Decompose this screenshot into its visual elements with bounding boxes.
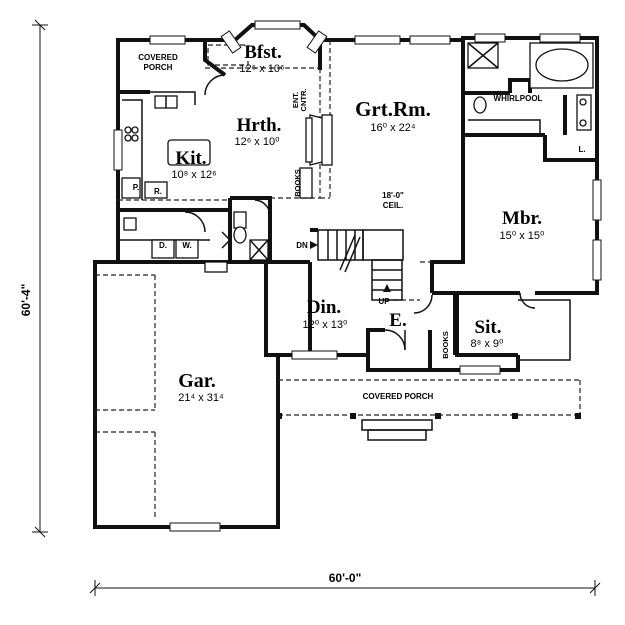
room-kit-name: Kit. (175, 148, 206, 169)
room-grtrm-name: Grt.Rm. (355, 97, 431, 121)
books-grt-label: BOOKS (293, 169, 302, 197)
overall-width-dimension: 60'-0" (329, 571, 362, 585)
room-bfst-name: Bfst. (244, 42, 281, 63)
room-din-dims: 12⁰ x 13⁰ (303, 319, 348, 331)
room-sit-dims: 8⁸ x 9⁰ (471, 338, 504, 350)
room-mbr-dims: 15⁰ x 15⁰ (500, 230, 545, 242)
room-hrth-name: Hrth. (237, 115, 282, 136)
washer-label: W. (182, 241, 191, 250)
kitchen-fixtures (118, 91, 211, 259)
stair-up-label: UP (378, 297, 390, 306)
ent-cntr-label-2: CNTR. (299, 89, 308, 112)
room-din-name: Din. (307, 297, 341, 318)
room-entry-name: E. (389, 310, 406, 331)
covered-porch-top-label: COVERED (138, 53, 178, 62)
whirlpool-label: WHIRLPOOL (494, 94, 543, 103)
covered-porch-top-label-2: PORCH (144, 63, 173, 72)
refrig-label: R. (154, 187, 162, 196)
windows (113, 20, 602, 532)
covered-porch-front-label: COVERED PORCH (363, 392, 434, 401)
doors (204, 74, 536, 351)
room-kit-dims: 10⁸ x 12⁶ (171, 169, 216, 181)
pantry-label: P. (133, 183, 140, 192)
room-sit-name: Sit. (475, 317, 502, 338)
dashed-lines (95, 40, 581, 520)
room-grtrm-dims: 16⁰ x 22⁴ (370, 122, 415, 134)
room-mbr-name: Mbr. (502, 208, 542, 229)
dimension-lines (32, 19, 601, 596)
dryer-label: D. (159, 241, 167, 250)
room-bfst-dims: 12⁶ x 10⁶ (239, 63, 284, 75)
bath-fixtures (233, 42, 594, 261)
stairs (310, 229, 404, 301)
porch-columns (276, 413, 581, 441)
stair-down-label: DN (296, 241, 308, 250)
room-gar-name: Gar. (178, 370, 216, 392)
room-hrth-dims: 12⁶ x 10⁰ (234, 136, 280, 148)
books-sit-label: BOOKS (441, 331, 450, 359)
room-gar-dims: 21⁴ x 31⁴ (178, 392, 224, 404)
overall-depth-dimension: 60'-4" (19, 284, 33, 317)
fireplace (299, 114, 333, 199)
linen-label: L. (578, 145, 585, 154)
ceiling-height-label: 18'-0" (382, 191, 404, 200)
ent-cntr-label: ENT. (291, 92, 300, 108)
interior-walls (116, 40, 597, 370)
ceiling-label: CEIL. (383, 201, 403, 210)
